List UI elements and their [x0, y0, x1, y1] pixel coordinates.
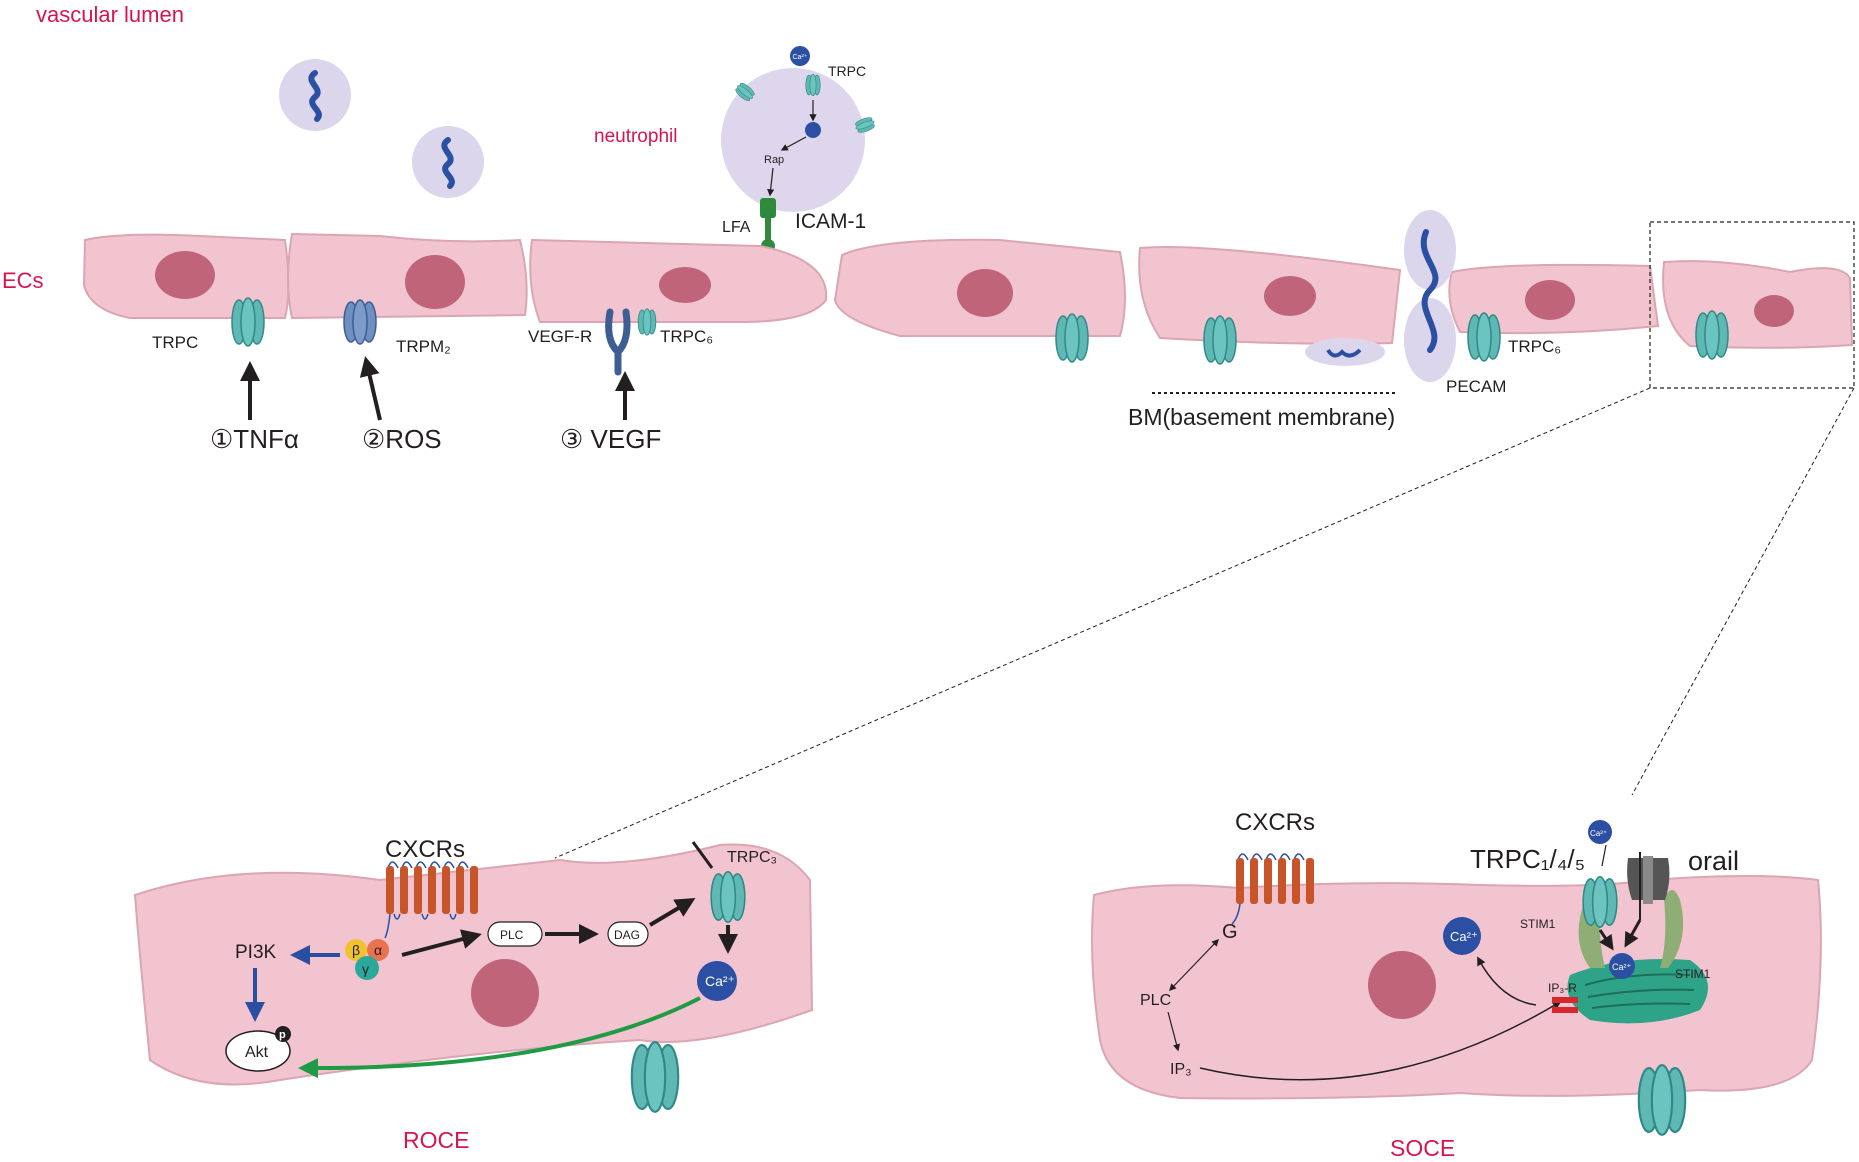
soce-cell [1091, 875, 1822, 1100]
soce-cxcrs-label: CXCRs [1235, 809, 1315, 836]
soce-title: SOCE [1390, 1135, 1455, 1161]
orail-label: orail [1688, 846, 1739, 876]
vesicle-2 [412, 126, 484, 198]
nucleus [1368, 951, 1436, 1019]
soce-plc-label: PLC [1140, 992, 1171, 1009]
ip3r-label: IP₃-R [1548, 981, 1577, 995]
trpc-channel-icon [1637, 1064, 1687, 1136]
green-arrow [298, 996, 701, 1079]
gamma-label: γ [362, 961, 369, 977]
dag-box [607, 921, 649, 947]
alpha-label: α [374, 942, 382, 958]
trpc-channel-icon [1695, 310, 1729, 360]
trpc6-label: TRPC₆ [660, 327, 713, 346]
soce-ca-top-label: Ca²⁺ [1590, 829, 1607, 838]
trpc145-label: TRPC₁/₄/₅ [1470, 844, 1585, 874]
neutrophil-label: neutrophil [594, 126, 677, 147]
icam1-label: ICAM-1 [795, 210, 866, 233]
endoplasmic-reticulum [1567, 959, 1708, 1024]
ip3-arrow [1199, 1001, 1562, 1081]
trpc-channel-icon [805, 73, 821, 97]
calcium-ion-icon [1588, 820, 1612, 844]
cxcr-receptor-icon [384, 861, 478, 939]
neutrophil-trpc-label: TRPC [828, 63, 866, 79]
orai-channel-icon [1627, 856, 1670, 904]
calcium-ion-icon [697, 961, 737, 1001]
nucleus [471, 959, 539, 1027]
calcium-ion-icon [805, 122, 821, 138]
roce-plc-label: PLC [500, 928, 524, 942]
pi3k-label: PI3K [235, 942, 277, 963]
ecs-label: ECs [2, 268, 44, 293]
vascular-lumen-label: vascular lumen [36, 2, 184, 27]
roce-ca-label: Ca²⁺ [705, 973, 735, 989]
calcium-ion-icon [1609, 953, 1635, 979]
beta-label: β [352, 942, 360, 958]
akt-label: Akt [245, 1044, 269, 1061]
calcium-ion-icon [790, 46, 810, 66]
vesicle-1 [279, 59, 351, 131]
stim1-left-label: STIM1 [1520, 917, 1556, 931]
phospho-label: p [279, 1029, 286, 1041]
dag-label: DAG [614, 928, 640, 942]
ip3r-icon [1552, 997, 1578, 1013]
trpc145-channel-icon [1582, 876, 1618, 928]
rap-label: Rap [764, 154, 784, 166]
stim1-right-label: STIM1 [1675, 967, 1711, 981]
tnfa-label: ①TNFα [210, 424, 299, 454]
trpc6-label: TRPC₆ [1508, 337, 1561, 356]
endothelial-layer [82, 232, 1854, 349]
trpc6-channel-icon [1467, 312, 1501, 362]
bm-label: BM(basement membrane) [1128, 404, 1395, 430]
g-protein-icon [345, 939, 389, 980]
vegfr-label: VEGF-R [528, 327, 592, 346]
g-label: G [1222, 921, 1238, 943]
ros-label: ②ROS [362, 424, 442, 454]
trpc6-channel-icon [637, 308, 657, 336]
zoom-line-left [554, 387, 1651, 859]
plc-box [487, 921, 543, 947]
trpm2-channel-icon [343, 299, 377, 345]
pecam-label: PECAM [1446, 377, 1506, 396]
trpm2-label: TRPM₂ [396, 337, 451, 356]
trpc3-label: TRPC₃ [727, 849, 777, 866]
zoom-line-right [1631, 387, 1855, 796]
trpc-channel-icon [1203, 315, 1237, 365]
soce-ca-left-label: Ca²⁺ [1450, 929, 1478, 944]
cxcr-receptor-icon [1231, 853, 1314, 925]
calcium-ion-label: Ca²⁺ [793, 54, 808, 61]
trpc3-channel-icon [710, 871, 746, 923]
zoom-box [1649, 221, 1855, 389]
lfa-label: LFA [722, 219, 751, 236]
roce-cxcrs-label: CXCRs [385, 836, 465, 863]
trpc-label: TRPC [152, 333, 198, 352]
calcium-ion-icon [1443, 917, 1481, 955]
trpc-channel-icon [231, 297, 265, 347]
trpc-channel-icon [1055, 313, 1089, 363]
stim1-right-icon [1660, 890, 1684, 968]
trpc-channel-icon [630, 1041, 680, 1113]
soce-ca-center-label: Ca²⁺ [1612, 962, 1632, 972]
akt-node [225, 1026, 291, 1072]
vegf-receptor-icon [605, 308, 631, 376]
pecam-neutrophil [1404, 210, 1456, 382]
roce-title: ROCE [403, 1127, 469, 1153]
vegf-label: ③ VEGF [560, 424, 661, 454]
small-vesicle [1305, 338, 1385, 366]
ip3-label: IP₃ [1170, 1061, 1192, 1078]
neutrophil: Ca²⁺ TRPC Rap [721, 46, 877, 212]
